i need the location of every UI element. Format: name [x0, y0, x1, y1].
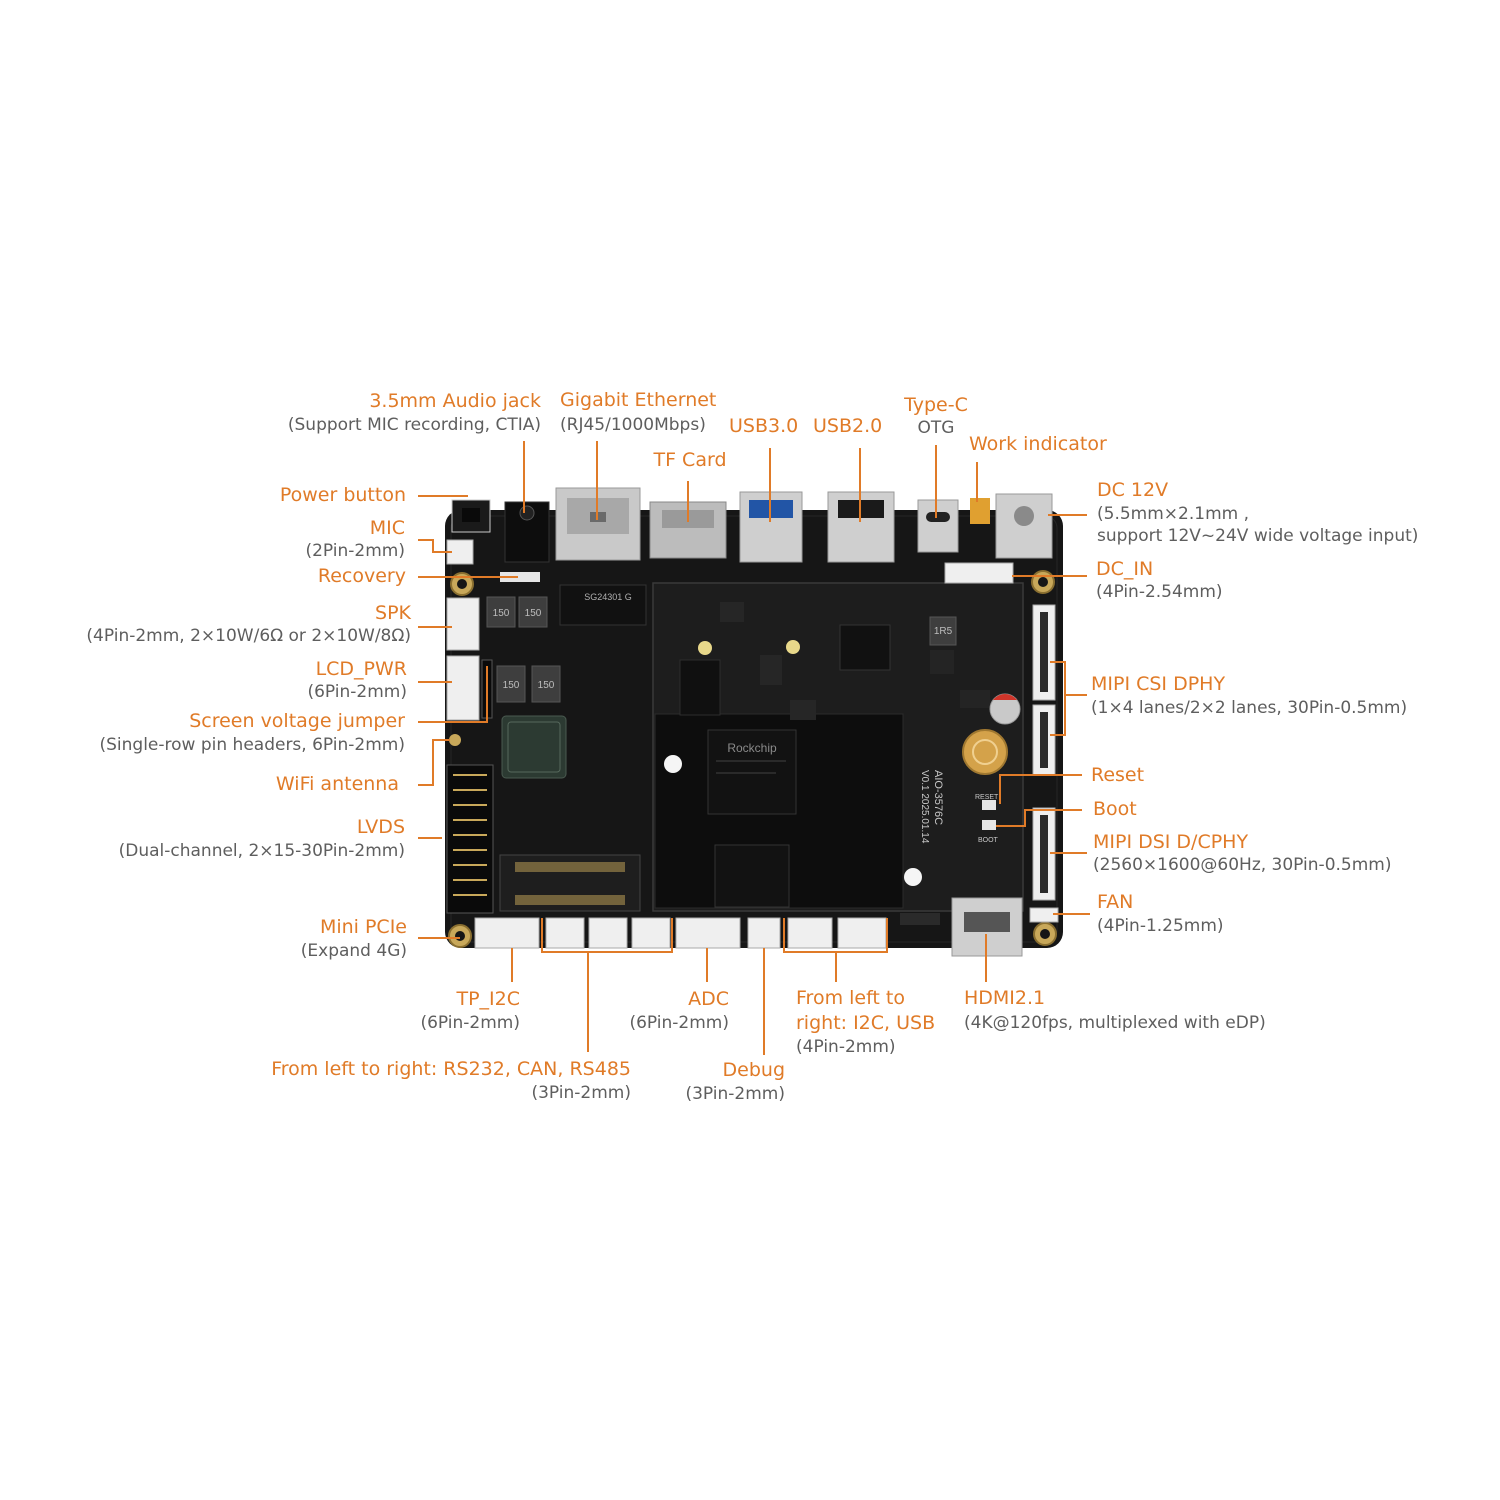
dc-in-desc: (4Pin-2.54mm) [1096, 582, 1223, 602]
recovery-title: Recovery [317, 565, 406, 587]
debug-title: Debug [722, 1059, 785, 1081]
board-version-text: V0.1 2025.01.14 [919, 770, 930, 844]
leader-csi [1050, 661, 1087, 736]
reset-button-part [982, 800, 996, 810]
wifi-module [501, 715, 567, 779]
leader-wifi [418, 739, 450, 786]
eth-chip-text: SG24301 G [584, 592, 632, 602]
hdmi-desc: (4K@120fps, multiplexed with eDP) [964, 1013, 1266, 1033]
mipi-csi-title: MIPI CSI DPHY [1091, 673, 1226, 695]
rtc-battery [962, 729, 1008, 775]
leader-boot [996, 809, 1082, 827]
lcd-pwr-desc: (6Pin-2mm) [307, 682, 407, 702]
hdmi-title: HDMI2.1 [964, 987, 1046, 1009]
board-model-text: AIO-3576C [932, 770, 944, 825]
mipi-dsi-desc: (2560×1600@60Hz, 30Pin-0.5mm) [1093, 855, 1392, 875]
audio-jack-title: 3.5mm Audio jack [369, 390, 541, 412]
work-indicator-title: Work indicator [969, 433, 1107, 455]
i2c-usb-desc: (4Pin-2mm) [796, 1037, 896, 1057]
usb3-title: USB3.0 [729, 415, 799, 437]
leader-mic [418, 539, 452, 553]
screen-jumper-title: Screen voltage jumper [189, 710, 405, 732]
debug-desc: (3Pin-2mm) [685, 1084, 785, 1104]
i2c-usb-title-1: From left to [796, 987, 905, 1009]
spk-title: SPK [375, 602, 411, 624]
memory-chip [714, 844, 790, 908]
leader-jumper [418, 666, 488, 723]
inductor-text: 150 [538, 680, 555, 691]
lcd-pwr-connector-part [446, 655, 480, 721]
leader-serial [541, 918, 673, 1052]
spk-desc: (4Pin-2mm, 2×10W/6Ω or 2×10W/8Ω) [86, 626, 411, 646]
inductor-text: 150 [503, 680, 520, 691]
bottom-connectors [474, 917, 887, 949]
serial-desc: (3Pin-2mm) [531, 1083, 631, 1103]
boot-button-part [982, 820, 996, 830]
ethernet-phy-chip [559, 584, 647, 626]
inductors [486, 596, 957, 703]
mic-desc: (2Pin-2mm) [305, 541, 405, 561]
pmic-chip [839, 624, 891, 671]
inductor-text: 1R5 [934, 626, 953, 637]
wifi-antenna-title: WiFi antenna [275, 773, 399, 795]
dc12v-title: DC 12V [1097, 479, 1169, 501]
soc-brand-text: Rockchip [727, 741, 777, 755]
leader-reset [999, 774, 1082, 804]
work-led-part [970, 498, 990, 524]
i2c-usb-title-2: right: I2C, USB [796, 1012, 936, 1034]
silk-reset: RESET [975, 794, 999, 801]
adc-title: ADC [688, 988, 729, 1010]
lvds-desc: (Dual-channel, 2×15-30Pin-2mm) [118, 841, 405, 861]
dc-in-connector-part [944, 562, 1014, 584]
adc-desc: (6Pin-2mm) [629, 1013, 729, 1033]
mini-pcie-title: Mini PCIe [319, 916, 407, 938]
inductor-text: 150 [525, 608, 542, 619]
ethernet-title: Gigabit Ethernet [560, 389, 717, 411]
typec-title: Type-C [904, 394, 968, 416]
recovery-button-part [500, 572, 540, 582]
tp-i2c-title: TP_I2C [456, 988, 520, 1010]
usb2-title: USB2.0 [813, 415, 883, 437]
mini-pcie-desc: (Expand 4G) [300, 941, 407, 961]
spk-connector-part [446, 597, 480, 651]
wifi-antenna-connector [449, 734, 461, 746]
tp-i2c-desc: (6Pin-2mm) [420, 1013, 520, 1033]
boot-title: Boot [1093, 798, 1137, 820]
serial-title: From left to right: RS232, CAN, RS485 [271, 1058, 631, 1080]
mic-title: MIC [369, 517, 405, 539]
typec-desc: OTG [917, 418, 955, 438]
inductor-text: 150 [493, 608, 510, 619]
mipi-dsi-title: MIPI DSI D/CPHY [1093, 831, 1249, 853]
fan-desc: (4Pin-1.25mm) [1097, 916, 1224, 936]
dc12v-desc-1: (5.5mm×2.1mm , [1097, 504, 1249, 524]
silk-boot: BOOT [978, 837, 999, 844]
power-button-title: Power button [279, 484, 406, 506]
electrolytic-capacitor [989, 693, 1021, 725]
mounting-holes [448, 570, 1057, 948]
audio-jack-desc: (Support MIC recording, CTIA) [287, 415, 541, 435]
lcd-pwr-title: LCD_PWR [315, 658, 407, 680]
fan-title: FAN [1097, 891, 1134, 913]
tf-card-title: TF Card [653, 449, 727, 471]
dc-in-title: DC_IN [1096, 558, 1154, 580]
reset-title: Reset [1091, 764, 1145, 786]
dc12v-desc-2: support 12V~24V wide voltage input) [1097, 526, 1419, 546]
mipi-csi-desc: (1×4 lanes/2×2 lanes, 30Pin-0.5mm) [1091, 698, 1408, 718]
ethernet-desc: (RJ45/1000Mbps) [560, 415, 706, 435]
lvds-title: LVDS [356, 816, 405, 838]
leader-i2cusb [783, 918, 888, 982]
typec-port-part [917, 499, 959, 553]
screen-jumper-desc: (Single-row pin headers, 6Pin-2mm) [99, 735, 406, 755]
